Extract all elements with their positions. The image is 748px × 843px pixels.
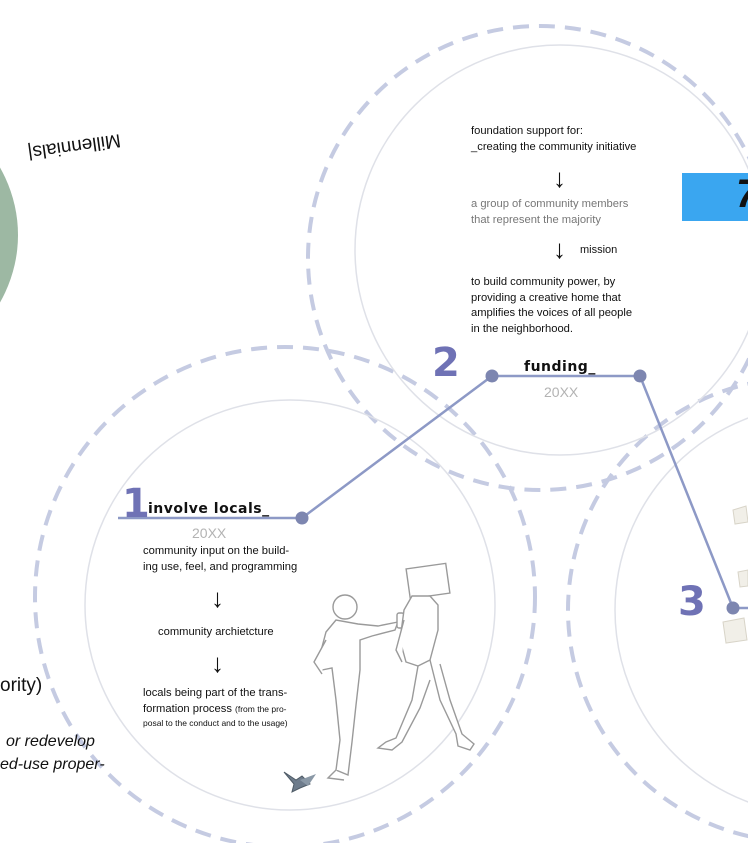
step2-mission-line4: in the neighborhood.: [471, 322, 574, 335]
arrow-down-icon: ↓: [211, 648, 224, 678]
step1-item3-line2: formation process (from the pro-: [143, 702, 333, 718]
dashed-circle-step2: [306, 24, 748, 492]
step1-item3-main: formation process: [143, 702, 232, 715]
node-step2-left: [485, 369, 499, 383]
bird-illustration: [283, 771, 316, 793]
step2-intro: foundation support for: _creating the co…: [471, 124, 671, 155]
node-step3: [726, 601, 740, 615]
step2-title: funding_: [524, 359, 596, 375]
dashed-circle-step1: [33, 345, 537, 843]
step1-item3: locals being part of the trans- formatio…: [143, 686, 333, 729]
step2-year: 20XX: [544, 384, 579, 400]
left-fragment-1: ority): [0, 675, 43, 696]
left-fragment-2: or redevelop: [6, 733, 95, 750]
inner-circle-step1: [84, 399, 496, 811]
node-step2-right: [633, 369, 647, 383]
step2-mission-label: mission: [580, 244, 618, 256]
step3-number: 3: [678, 579, 706, 625]
left-fragment-3: ed-use proper-: [0, 756, 105, 773]
step2-group: a group of community members that repres…: [471, 197, 671, 228]
paper-scrap-3: [737, 569, 748, 588]
step2-mission-line3: amplifies the voices of all people: [471, 307, 633, 319]
paper-scrap-1: [732, 505, 748, 525]
step2-number: 2: [432, 340, 460, 386]
node-step1: [295, 511, 309, 525]
step1-number: 1: [122, 481, 150, 527]
connector-2-3: [638, 375, 735, 609]
step2-mission-line2: providing a creative home that: [471, 291, 621, 304]
step2-mission-line1: to build community power, by: [471, 276, 616, 288]
green-circle: [0, 167, 18, 303]
person-sprayer-illustration: [313, 594, 405, 781]
step2-group-line2: that represent the majority: [471, 213, 601, 226]
inner-circle-step3: [614, 417, 748, 803]
step2-group-line1: a group of community members: [471, 198, 629, 210]
dashed-circle-step3: [566, 381, 748, 839]
arrow-down-icon: ↓: [553, 234, 566, 264]
step2-intro-line1: foundation support for:: [471, 125, 583, 137]
arrow-down-icon: ↓: [553, 163, 566, 193]
step1-item3-line3: posal to the conduct and to the usage): [143, 718, 288, 728]
connector-1-2: [301, 374, 493, 520]
step1-item2: community archietcture: [158, 626, 274, 638]
blue-box-glyph: 7: [736, 174, 748, 214]
step1-item1-line1: community input on the build-: [143, 545, 290, 557]
step2-intro-line2: _creating the community initiative: [471, 140, 637, 153]
step1-item1: community input on the build- ing use, f…: [143, 544, 333, 575]
step1-year: 20XX: [192, 525, 227, 541]
blue-box: [682, 173, 748, 221]
step1-title: involve locals_: [148, 501, 270, 517]
paper-scrap-2: [722, 617, 748, 644]
step1-item1-line2: ing use, feel, and programming: [143, 560, 298, 573]
inner-circle-step2: [354, 44, 748, 456]
person-walker-illustration: [376, 562, 475, 751]
arrow-down-icon: ↓: [211, 583, 224, 613]
step1-item3-note-a: (from the pro-: [235, 703, 287, 714]
step1-item3-line1: locals being part of the trans-: [143, 687, 288, 699]
step2-mission: to build community power, by providing a…: [471, 275, 671, 337]
